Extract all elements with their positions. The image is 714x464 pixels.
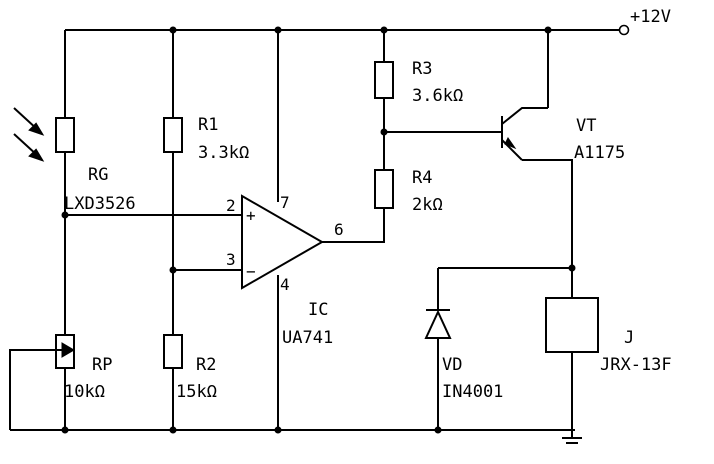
junction-dot <box>544 26 552 34</box>
junction-dot <box>61 211 69 219</box>
resistor-r4 <box>374 169 394 209</box>
junction-dot <box>169 26 177 34</box>
j-value-label: JRX-13F <box>600 355 672 375</box>
r2-value-label: 15kΩ <box>176 382 217 402</box>
ic-value-label: UA741 <box>282 328 333 348</box>
r3-ref-label: R3 <box>412 59 432 79</box>
terminal-circle <box>618 24 630 36</box>
r3-value-label: 3.6kΩ <box>412 86 463 106</box>
r4-value-label: 2kΩ <box>412 195 443 215</box>
pin-4-label: 4 <box>280 275 290 294</box>
wire-diode <box>437 267 572 430</box>
vt-ref-label: VT <box>576 116 596 136</box>
junction-dot <box>169 266 177 274</box>
supply-terminal: +12V <box>618 7 671 36</box>
pin-plus-sign: + <box>246 206 256 225</box>
junction-dot <box>169 426 177 434</box>
pin-6-label: 6 <box>334 220 344 239</box>
emitter-arrow-icon <box>504 137 517 150</box>
wire-output <box>322 208 385 243</box>
r2-ref-label: R2 <box>196 355 216 375</box>
resistor-r3 <box>374 61 394 99</box>
j-ref-label: J <box>624 328 634 348</box>
light-arrows-icon <box>13 107 45 162</box>
pin-7-label: 7 <box>280 193 290 212</box>
potentiometer-rp <box>54 334 75 369</box>
ic-ref-label: IC <box>308 300 328 320</box>
pin-2-label: 2 <box>226 196 236 215</box>
pin-3-label: 3 <box>226 250 236 269</box>
supply-label: +12V <box>630 7 671 27</box>
junction-dot <box>61 426 69 434</box>
resistor-r1 <box>163 117 183 153</box>
r4-ref-label: R4 <box>412 168 432 188</box>
ground-icon <box>562 430 582 444</box>
pin-minus-sign: − <box>246 262 256 281</box>
rp-ref-label: RP <box>92 355 112 375</box>
junction-dot <box>380 26 388 34</box>
junction-dot <box>274 426 282 434</box>
op-amp-ic: + − <box>241 194 325 290</box>
relay-coil-j <box>545 297 599 353</box>
vd-value-label: IN4001 <box>442 382 503 402</box>
junction-dot <box>380 128 388 136</box>
vt-value-label: A1175 <box>574 143 625 163</box>
wire-collector <box>522 159 573 298</box>
wire-rp-wiper-loop <box>9 349 54 430</box>
diode-vd <box>424 309 452 339</box>
r1-ref-label: R1 <box>198 115 218 135</box>
vd-ref-label: VD <box>442 355 462 375</box>
wires <box>9 29 620 431</box>
junctions <box>61 26 576 434</box>
resistor-r2 <box>163 334 183 369</box>
junction-dot <box>434 426 442 434</box>
junction-dot <box>568 264 576 272</box>
rg-value-label: LXD3526 <box>64 194 136 214</box>
photoresistor-rg <box>55 117 75 153</box>
transistor-vt <box>501 107 548 161</box>
junction-dot <box>274 26 282 34</box>
r1-value-label: 3.3kΩ <box>198 143 249 163</box>
rp-value-label: 10kΩ <box>64 382 105 402</box>
rg-ref-label: RG <box>88 165 108 185</box>
